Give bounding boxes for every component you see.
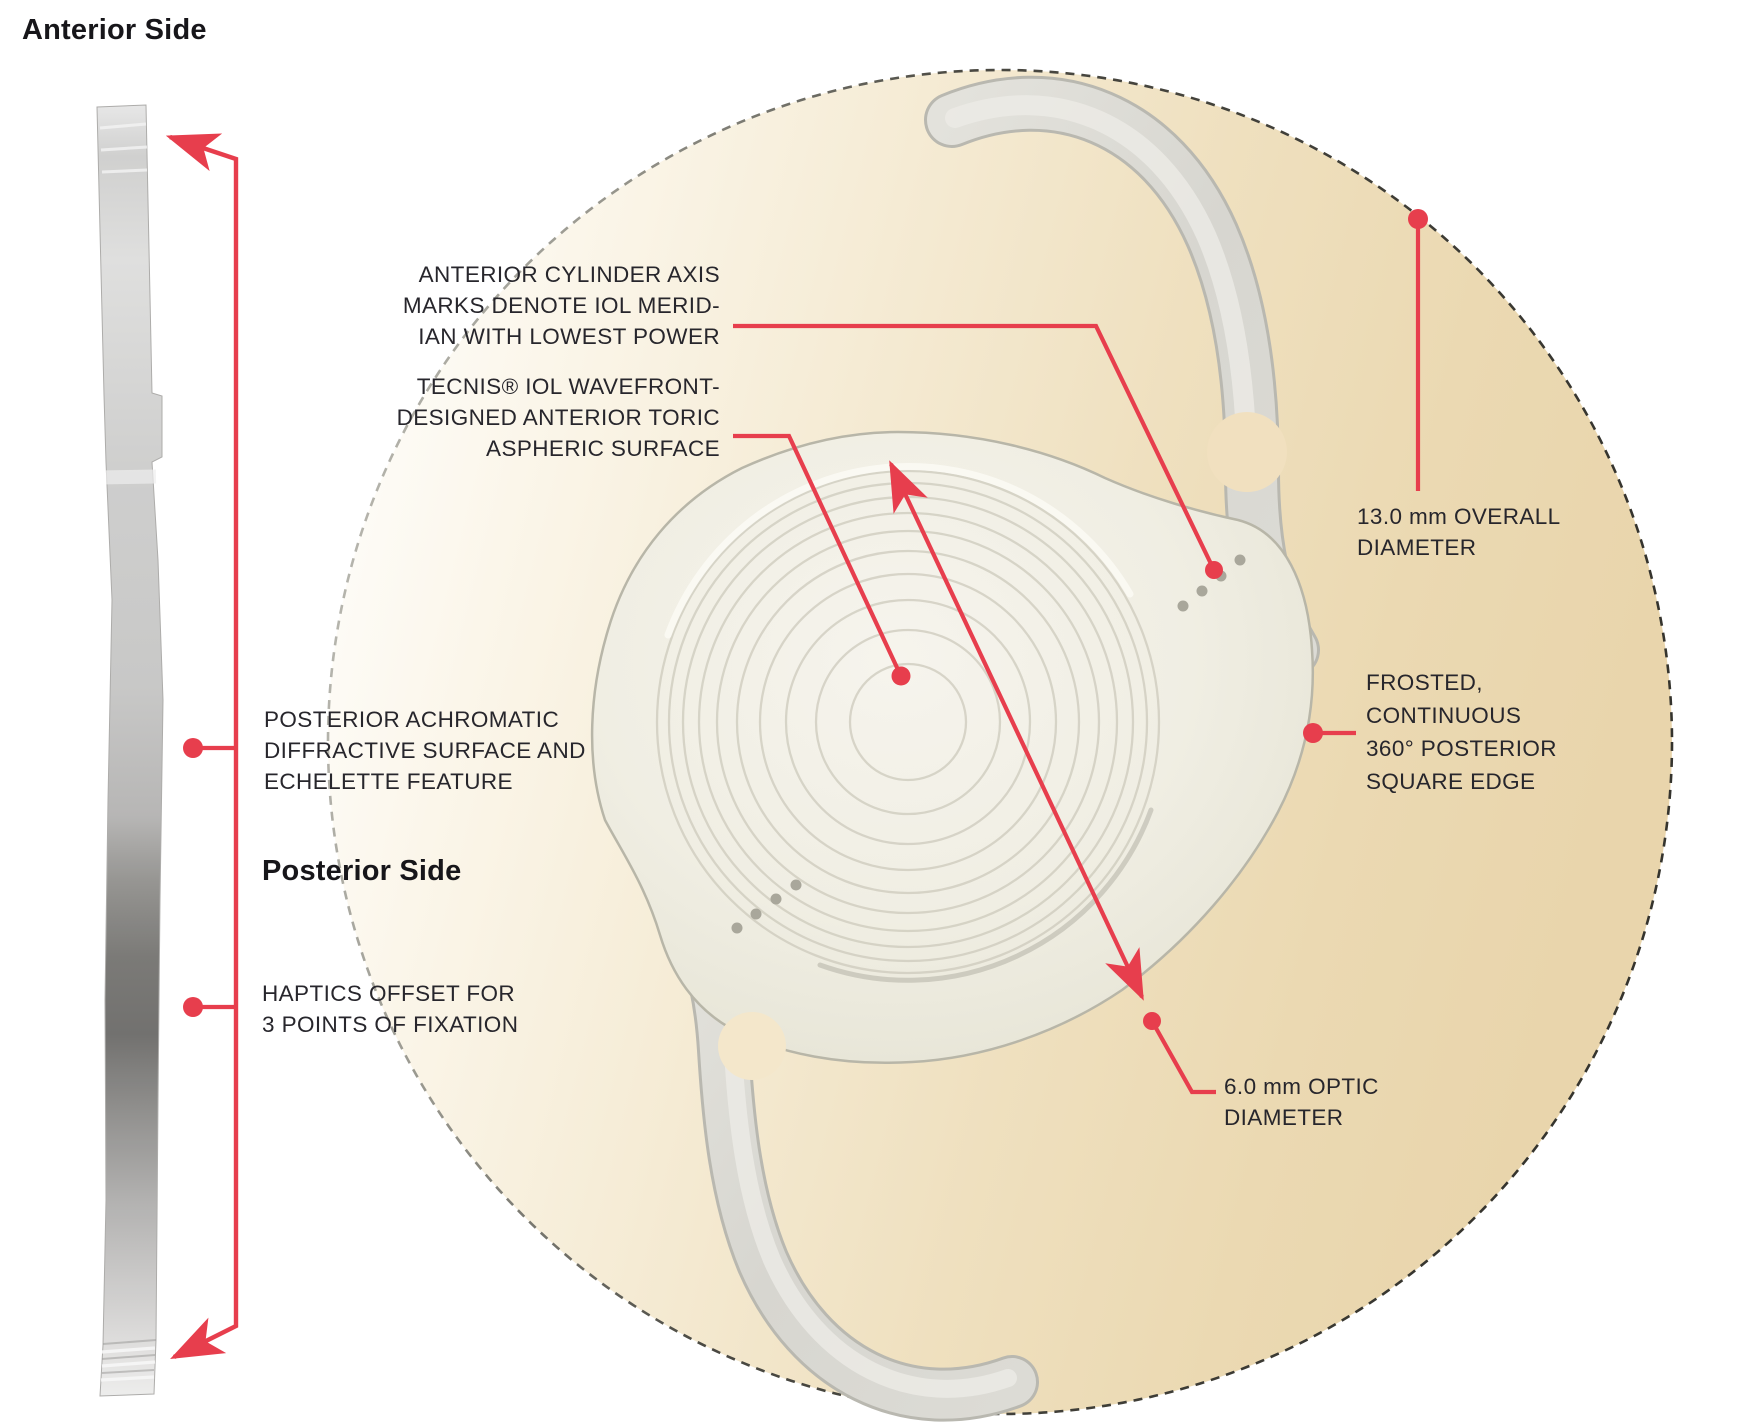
label-line: TECNIS® IOL WAVEFRONT-	[416, 374, 720, 399]
label-line: 13.0 mm OVERALL	[1357, 504, 1561, 529]
leader-optic-diameter	[1150, 1019, 1216, 1095]
dot-haptics-offset	[183, 997, 203, 1017]
label-line: 3 POINTS OF FIXATION	[262, 1012, 519, 1037]
label-line: SQUARE EDGE	[1366, 769, 1536, 794]
annotations	[165, 133, 1421, 1359]
label-line: ANTERIOR CYLINDER AXIS	[418, 262, 720, 287]
label-line: HAPTICS OFFSET FOR	[262, 981, 516, 1006]
label-haptics-offset: HAPTICS OFFSET FOR 3 POINTS OF FIXATION	[262, 978, 622, 1040]
label-optic-diameter: 6.0 mm OPTIC DIAMETER	[1224, 1071, 1504, 1133]
leader-tecnis	[733, 433, 902, 675]
label-line: ECHELETTE FEATURE	[264, 769, 513, 794]
dot-optic-diameter	[1143, 1012, 1161, 1030]
profile-bracket	[165, 133, 239, 1359]
lower-haptic-notch	[718, 1012, 786, 1080]
upper-haptic-notch	[1207, 412, 1287, 492]
label-line: 6.0 mm OPTIC	[1224, 1074, 1379, 1099]
label-line: MARKS DENOTE IOL MERID-	[402, 293, 720, 318]
leader-anterior-cylinder	[733, 323, 1215, 569]
label-line: 360° POSTERIOR	[1366, 736, 1557, 761]
label-line: POSTERIOR ACHROMATIC	[264, 707, 560, 732]
dot-frosted-edge	[1303, 723, 1323, 743]
annotation-dots	[183, 209, 1428, 1030]
label-overall-diameter: 13.0 mm OVERALL DIAMETER	[1357, 501, 1687, 563]
label-line: DIAMETER	[1224, 1105, 1344, 1130]
axis-marks-lower	[731, 879, 802, 934]
dot-anterior-cylinder	[1205, 561, 1223, 579]
anterior-side-title: Anterior Side	[22, 14, 207, 46]
dot-tecnis	[891, 666, 911, 686]
label-line: IAN WITH LOWEST POWER	[418, 324, 720, 349]
axis-marks-upper	[1177, 554, 1246, 612]
label-posterior-achromatic: POSTERIOR ACHROMATIC DIFFRACTIVE SURFACE…	[264, 704, 684, 797]
label-line: ASPHERIC SURFACE	[486, 436, 720, 461]
label-line: FROSTED,	[1366, 670, 1483, 695]
label-anterior-cylinder-axis: ANTERIOR CYLINDER AXIS MARKS DENOTE IOL …	[340, 259, 720, 352]
optic-diameter-arrow	[889, 460, 1144, 1001]
label-line: DIFFRACTIVE SURFACE AND	[264, 738, 586, 763]
dot-overall-diameter	[1408, 209, 1428, 229]
label-line: DIAMETER	[1357, 535, 1477, 560]
iol-side-profile	[96, 104, 164, 1397]
label-line: DESIGNED ANTERIOR TORIC	[396, 405, 720, 430]
label-tecnis-surface: TECNIS® IOL WAVEFRONT- DESIGNED ANTERIOR…	[340, 371, 720, 464]
posterior-side-title: Posterior Side	[262, 855, 462, 887]
label-frosted-edge: FROSTED, CONTINUOUS 360° POSTERIOR SQUAR…	[1366, 666, 1676, 798]
label-line: CONTINUOUS	[1366, 703, 1522, 728]
dot-posterior-achromatic	[183, 738, 203, 758]
